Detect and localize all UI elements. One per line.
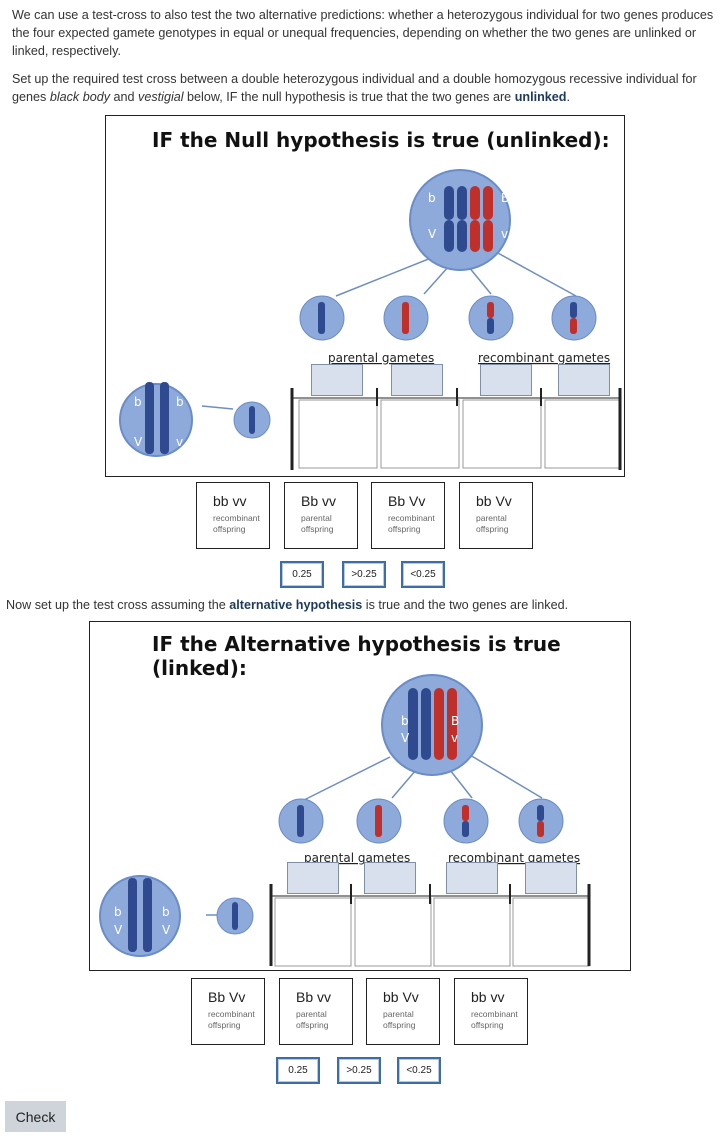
gamete-cells [278, 798, 564, 844]
gamete-drop-zone[interactable] [558, 364, 610, 396]
gamete-drop-zone[interactable] [311, 364, 363, 396]
gamete-drop-zone[interactable] [391, 364, 443, 396]
gamete-drop-zone[interactable] [525, 862, 577, 894]
svg-text:b: b [114, 905, 122, 919]
frequency-chip[interactable]: 0.25 [280, 561, 324, 588]
svg-text:b: b [162, 905, 170, 919]
alternative-hypothesis-figure: b B V v parental gametes recombinant gam… [89, 621, 631, 971]
frequency-chip[interactable]: <0.25 [401, 561, 445, 588]
gamete-drop-zone[interactable] [364, 862, 416, 894]
punnett-grid [269, 884, 591, 967]
svg-text:b: b [176, 395, 184, 409]
frequency-chip[interactable]: >0.25 [337, 1057, 381, 1084]
recombinant-gametes-label: recombinant gametes [448, 851, 580, 865]
allele-label: V [428, 227, 437, 241]
frequency-chip[interactable]: <0.25 [397, 1057, 441, 1084]
figure-title: IF the Null hypothesis is true (unlinked… [152, 128, 610, 152]
heterozygous-parent-cell: b B V v [409, 169, 511, 271]
allele-label: B [501, 191, 509, 205]
svg-text:V: V [134, 435, 143, 449]
parental-gametes-label: parental gametes [304, 851, 410, 865]
test-cross-diagram: b B V v parental gametes recombinant gam… [99, 674, 591, 967]
punnett-grid [290, 388, 622, 470]
svg-text:b: b [401, 714, 409, 728]
frequency-chip[interactable]: >0.25 [342, 561, 386, 588]
gamete-drop-zone[interactable] [480, 364, 532, 396]
svg-text:V: V [114, 923, 123, 937]
homozygous-parent-cell: b b V v [119, 382, 271, 457]
figure-title: IF the Alternative hypothesis is true (l… [152, 632, 561, 680]
instruction-paragraph: Set up the required test cross between a… [12, 72, 697, 104]
parental-gametes-label: parental gametes [328, 351, 434, 365]
gamete-cells [299, 295, 597, 341]
svg-text:v: v [176, 435, 183, 449]
svg-text:B: B [451, 714, 459, 728]
allele-label: b [428, 191, 436, 205]
allele-label: v [501, 227, 508, 241]
svg-text:b: b [134, 395, 142, 409]
intro-paragraph: We can use a test-cross to also test the… [12, 8, 714, 58]
linked-instruction: Now set up the test cross assuming the a… [6, 598, 569, 612]
homozygous-parent-cell: b b V V [99, 875, 254, 957]
check-button[interactable]: Check [5, 1101, 66, 1132]
test-cross-diagram: b B V v parental gametes recombinant gam… [119, 169, 622, 470]
recombinant-gametes-label: recombinant gametes [478, 351, 610, 365]
null-hypothesis-figure: b B V v parental gametes recombinant gam… [105, 115, 625, 477]
svg-text:V: V [401, 731, 410, 745]
frequency-chip[interactable]: 0.25 [276, 1057, 320, 1084]
svg-text:V: V [162, 923, 171, 937]
heterozygous-parent-cell: b B V v [381, 674, 483, 776]
gamete-drop-zone[interactable] [446, 862, 498, 894]
gamete-drop-zone[interactable] [287, 862, 339, 894]
svg-text:v: v [451, 731, 458, 745]
